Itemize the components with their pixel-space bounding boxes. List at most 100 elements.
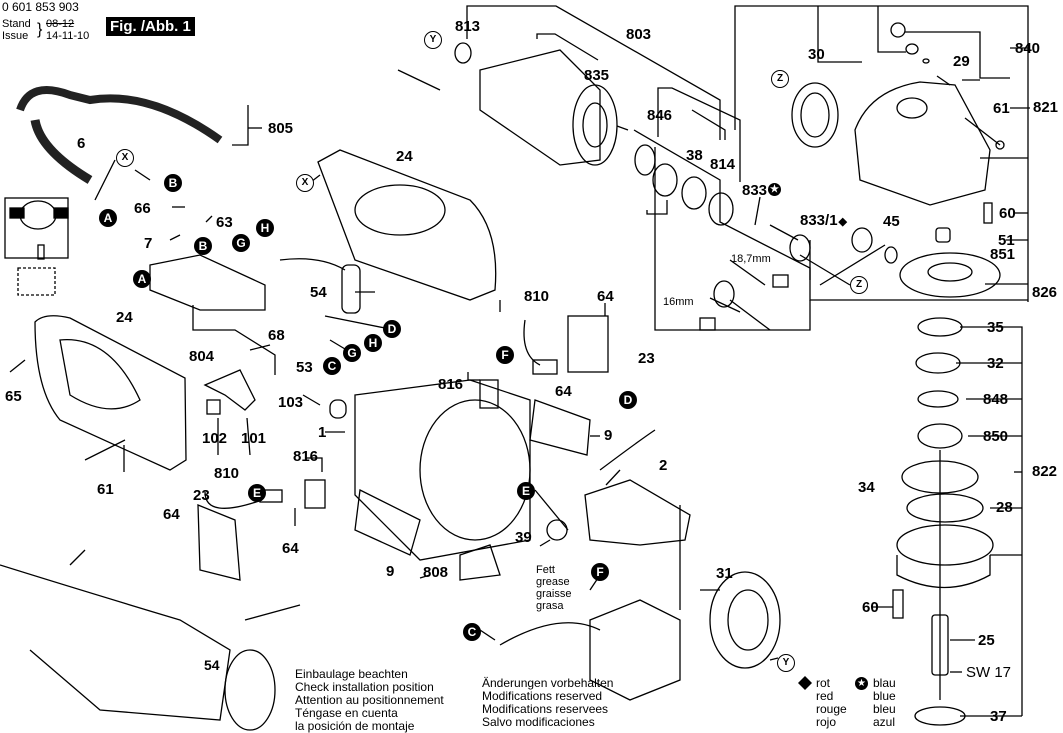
part-label-1: 1 — [318, 424, 327, 441]
part-label-7: 7 — [144, 235, 153, 252]
part-label-28: 28 — [996, 499, 1013, 516]
issue-label: Issue — [2, 30, 29, 42]
part-label-66: 66 — [134, 200, 151, 217]
dimension-18-7mm: 18,7mm — [731, 253, 771, 265]
part-label-805: 805 — [268, 120, 294, 137]
part-label-9-right: 9 — [604, 427, 613, 444]
part-label-833: 833★ — [742, 183, 782, 198]
part-label-38: 38 — [686, 147, 703, 164]
part-label-846: 846 — [647, 107, 673, 124]
part-label-39: 39 — [515, 529, 532, 546]
legend-blue-line: blue — [873, 689, 896, 703]
connector-badge-g2: G — [343, 344, 361, 362]
part-label-25: 25 — [978, 632, 995, 649]
star-circle-icon: ★ — [768, 183, 782, 196]
part-label-2: 2 — [659, 457, 668, 474]
part-label-37: 37 — [990, 708, 1007, 725]
wrench-size-label: SW 17 — [966, 664, 1012, 681]
connector-badge-b: B — [164, 174, 182, 192]
part-label-68: 68 — [268, 327, 285, 344]
connector-badge-e: E — [248, 484, 266, 502]
part-label-6: 6 — [77, 135, 86, 152]
installation-note-line: la posición de montaje — [295, 719, 415, 733]
part-label-64-left: 64 — [163, 506, 180, 523]
installation-note-line: Attention au positionnement — [295, 693, 444, 707]
connector-badge-c2: C — [463, 623, 481, 641]
installation-note-line: Téngase en cuenta — [295, 706, 398, 720]
part-label-24-bottom: 24 — [116, 309, 133, 326]
grease-note-line: grasa — [536, 600, 564, 612]
part-label-804: 804 — [189, 348, 215, 365]
part-label-826: 826 — [1032, 284, 1058, 301]
part-label-851: 851 — [990, 246, 1016, 263]
dimension-16mm: 16mm — [663, 296, 694, 308]
modifications-note-line: Änderungen vorbehalten — [482, 676, 614, 690]
part-label-64-mid: 64 — [555, 383, 572, 400]
reference-marker-x-left: X — [116, 149, 134, 167]
connector-badge-g: G — [232, 234, 250, 252]
legend-blue: blau blue bleu azul — [873, 677, 896, 729]
grease-note: Fett grease graisse grasa — [536, 564, 571, 612]
connector-badge-b2: B — [194, 237, 212, 255]
connector-badge-a2: A — [133, 270, 151, 288]
part-label-29: 29 — [953, 53, 970, 70]
legend-red-line: rojo — [816, 715, 837, 729]
part-label-822: 822 — [1032, 463, 1058, 480]
part-label-31: 31 — [716, 565, 733, 582]
part-label-45: 45 — [883, 213, 900, 230]
figure-label: Fig. /Abb. 1 — [106, 17, 195, 36]
part-label-848: 848 — [983, 391, 1009, 408]
part-label-24-top: 24 — [396, 148, 413, 165]
part-label-814: 814 — [710, 156, 736, 173]
part-label-65: 65 — [5, 388, 22, 405]
connector-badge-d2: D — [619, 391, 637, 409]
modifications-note-line: Salvo modificaciones — [482, 715, 595, 729]
reference-marker-y-bottom: Y — [777, 654, 795, 672]
connector-badge-f2: F — [591, 563, 609, 581]
diamond-icon — [798, 676, 812, 690]
part-label-64-bottom: 64 — [282, 540, 299, 557]
grease-note-line: grease — [536, 576, 570, 588]
reference-marker-z-top: Z — [771, 70, 789, 88]
part-label-53: 53 — [296, 359, 313, 376]
part-label-833-1: 833/1◆ — [800, 212, 848, 229]
part-label-34: 34 — [858, 479, 875, 496]
connector-badge-f: F — [496, 346, 514, 364]
part-label-54: 54 — [310, 284, 327, 301]
stand-date-struck: 08-12 — [46, 18, 75, 30]
part-label-810-top: 810 — [524, 288, 550, 305]
connector-badge-a: A — [99, 209, 117, 227]
part-label-816-top: 816 — [438, 376, 464, 393]
part-label-51: 51 — [998, 232, 1015, 249]
connector-badge-h: H — [256, 219, 274, 237]
diamond-icon: ◆ — [838, 216, 848, 228]
part-number: 0 601 853 903 — [2, 0, 79, 14]
part-label-23-top: 23 — [638, 350, 655, 367]
part-label-60-top: 60 — [999, 205, 1016, 222]
legend-red: rot red rouge rojo — [816, 677, 847, 729]
modifications-note: Änderungen vorbehalten Modifications res… — [482, 677, 613, 729]
part-label-810-bottom: 810 — [214, 465, 240, 482]
legend-red-line: red — [816, 689, 834, 703]
grease-note-line: graisse — [536, 588, 572, 600]
part-label-35: 35 — [987, 319, 1004, 336]
part-label-32: 32 — [987, 355, 1004, 372]
part-label-102: 102 — [202, 430, 228, 447]
part-label-803: 803 — [626, 26, 652, 43]
part-label-821: 821 — [1033, 99, 1059, 116]
modifications-note-line: Modifications reservees — [482, 702, 609, 716]
part-label-101: 101 — [241, 430, 267, 447]
reference-marker-z-bottom: Z — [850, 276, 868, 294]
issue-date: 14-11-10 — [46, 30, 90, 42]
part-label-835: 835 — [584, 67, 610, 84]
part-label-816-bottom: 816 — [293, 448, 319, 465]
brace: } — [37, 21, 43, 38]
part-label-60-bottom: 60 — [862, 599, 879, 616]
reference-marker-x-right: X — [296, 174, 314, 192]
stand-label: Stand — [2, 18, 31, 30]
part-label-850: 850 — [983, 428, 1009, 445]
legend-red-line: rouge — [816, 702, 847, 716]
part-label-813: 813 — [455, 18, 481, 35]
part-label-840: 840 — [1015, 40, 1041, 57]
